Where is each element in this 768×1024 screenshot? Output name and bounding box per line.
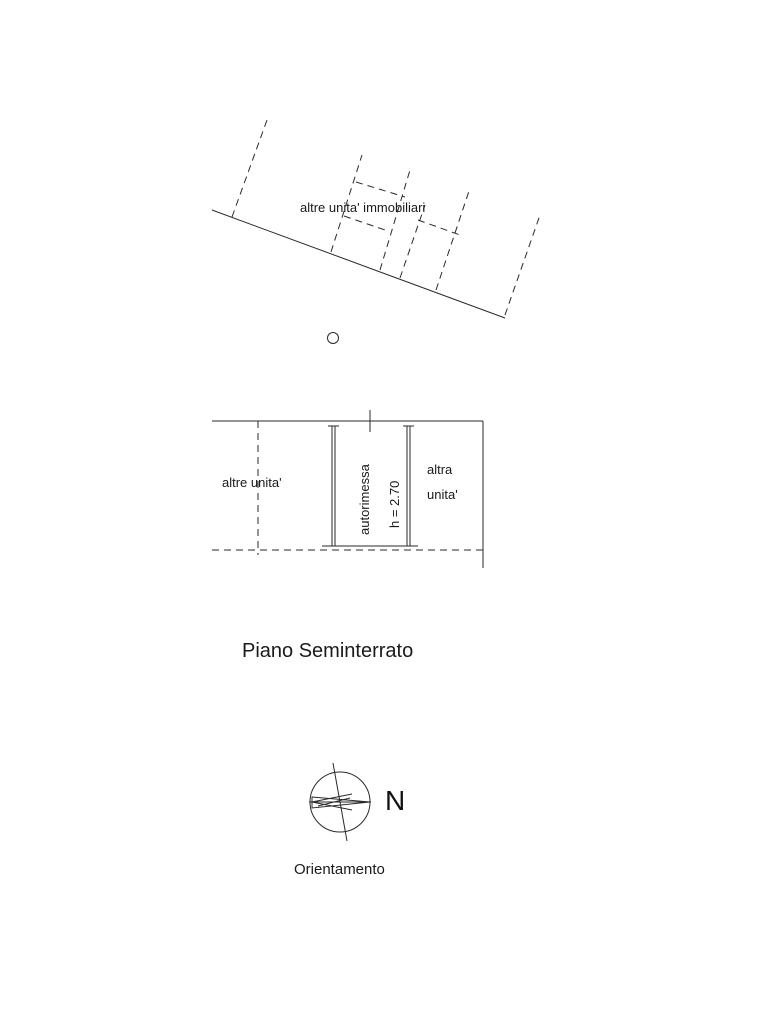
north-label: N bbox=[385, 785, 405, 816]
floor-title: Piano Seminterrato bbox=[242, 640, 413, 662]
reference-point-marker bbox=[327, 332, 339, 344]
left-unit-label: altre unita' bbox=[222, 475, 282, 490]
garage-height-label: h = 2.70 bbox=[387, 481, 402, 528]
compass-rose-icon bbox=[309, 762, 371, 842]
upper-units-label: altre unita' immobiliari bbox=[300, 200, 425, 215]
upper-units-block: altre unita' immobiliari bbox=[211, 119, 541, 319]
orientation-caption: Orientamento bbox=[294, 861, 385, 878]
right-unit-label-line1: altra bbox=[427, 462, 453, 477]
garage-label: autorimessa bbox=[357, 463, 372, 535]
basement-plan: altre unita' autorimessa h = 2.70 altra … bbox=[212, 410, 484, 568]
right-unit-label-line2: unita' bbox=[427, 487, 458, 502]
